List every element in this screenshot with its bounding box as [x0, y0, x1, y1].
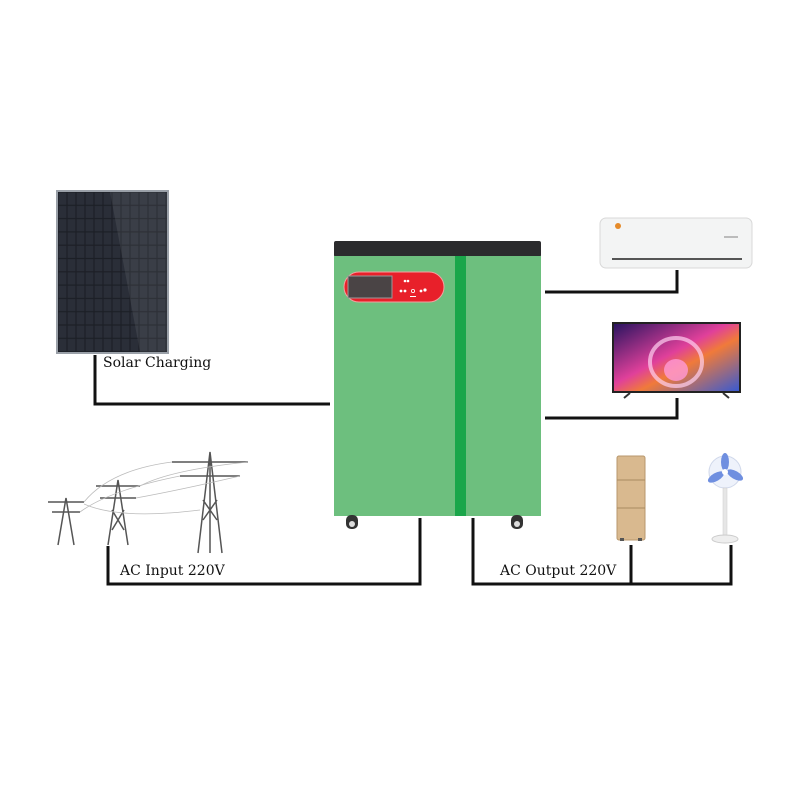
- ac-output-label: AC Output 220V: [500, 563, 617, 579]
- television: [612, 322, 741, 399]
- solar-charging-label: Solar Charging: [103, 355, 212, 371]
- solar-wire: [93, 355, 330, 406]
- display-screen: [347, 275, 393, 299]
- ac-output-wire: [471, 518, 733, 586]
- cabinet-wheels: [346, 515, 523, 529]
- wires: [93, 270, 733, 586]
- power-cabinet: [334, 241, 541, 529]
- control-buttons[interactable]: [399, 279, 427, 297]
- ac-unit-wire: [545, 270, 679, 294]
- power-towers: [48, 451, 249, 554]
- refrigerator: [616, 455, 646, 541]
- solar-panel: [56, 190, 169, 354]
- ac-input-wire: [106, 518, 422, 586]
- tv-wire: [545, 398, 679, 420]
- air-conditioner: [599, 217, 753, 269]
- ac-input-label: AC Input 220V: [120, 563, 225, 579]
- electric-fan: [707, 453, 744, 544]
